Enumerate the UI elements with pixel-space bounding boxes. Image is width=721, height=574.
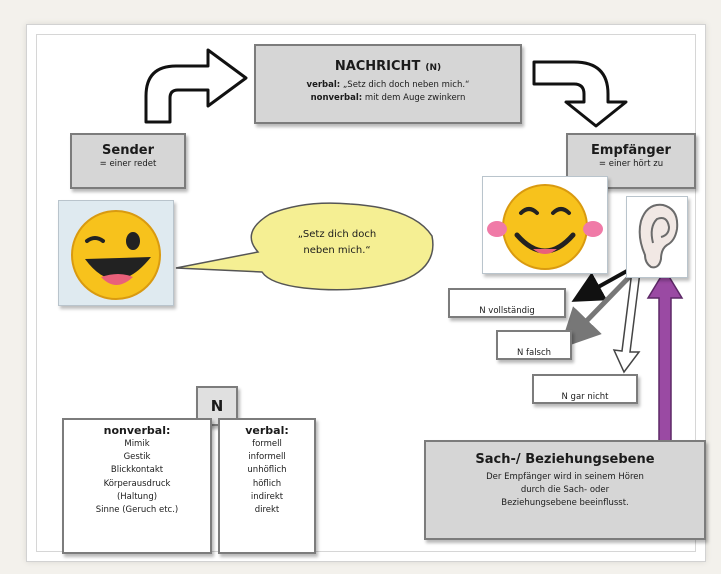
message-title: NACHRICHT: [334, 59, 421, 74]
message-nonverbal-key: nonverbal:: [310, 92, 363, 103]
list-item: Blickkontakt: [110, 465, 164, 476]
levels-line-2: durch die Sach- oder: [520, 484, 610, 495]
curved-arrow-right-icon: [144, 48, 248, 124]
sender-box: Sender = einer redet: [70, 133, 186, 189]
message-nonverbal-text: mit dem Auge zwinkern: [362, 92, 466, 103]
list-item: unhöflich: [247, 465, 287, 476]
receiver-emoji-frame: [482, 176, 608, 274]
list-item: informell: [248, 452, 286, 463]
verbal-list-box: verbal: formell informell unhöflich höfl…: [218, 418, 316, 554]
list-item: formell: [252, 439, 282, 449]
receiver-title: Empfänger: [591, 143, 671, 158]
ear-icon: [638, 203, 679, 269]
list-item: höflich: [252, 478, 282, 489]
list-item: indirekt: [250, 491, 284, 502]
ear-frame: [626, 196, 688, 278]
receiver-subtitle: = einer hört zu: [598, 159, 664, 169]
outcome-label: N falsch: [516, 348, 552, 358]
message-box: NACHRICHT (N) verbal: „Setz dich doch ne…: [254, 44, 522, 124]
message-tag: (N): [425, 63, 442, 73]
arrow-to-gar-nicht: [612, 270, 641, 374]
speech-line-2: neben mich.“: [303, 245, 371, 256]
sender-title: Sender: [102, 143, 154, 158]
nonverbal-list-box: nonverbal: Mimik Gestik Blickkontakt Kör…: [62, 418, 212, 554]
curved-arrow-down-icon: [532, 60, 628, 128]
nonverbal-list-title: nonverbal:: [103, 424, 171, 437]
outcome-vollstaendig: N vollständig: [448, 288, 566, 318]
list-item: (Haltung): [116, 491, 158, 502]
list-item: Körperausdruck: [103, 478, 171, 489]
levels-line-1: Der Empfänger wird in seinem Hören: [486, 472, 644, 482]
list-item: Mimik: [124, 439, 150, 449]
verbal-list-title: verbal:: [245, 424, 289, 437]
winking-smiley-icon: [71, 210, 161, 300]
speech-text: „Setz dich doch neben mich.“: [262, 227, 412, 259]
list-item: Gestik: [123, 452, 151, 463]
sender-subtitle: = einer redet: [99, 159, 157, 169]
outcome-label: N vollständig: [479, 306, 535, 316]
levels-title: Sach-/ Beziehungsebene: [475, 452, 655, 467]
worksheet-frame: [36, 34, 696, 552]
message-verbal-key: verbal:: [306, 80, 341, 90]
receiver-box: Empfänger = einer hört zu: [566, 133, 696, 189]
outcome-falsch: N falsch: [496, 330, 572, 360]
list-item: direkt: [254, 504, 280, 515]
outcome-label: N gar nicht: [561, 392, 609, 402]
purple-arrow-icon: [646, 268, 684, 443]
levels-line-3: Beziehungsebene beeinflusst.: [501, 497, 629, 508]
outcome-gar-nicht: N gar nicht: [532, 374, 638, 404]
speech-bubble: [175, 202, 434, 291]
smiling-smiley-icon: [487, 184, 603, 270]
speech-line-1: „Setz dich doch: [297, 229, 377, 240]
arrow-to-falsch: [559, 268, 638, 349]
message-verbal-text: „Setz dich doch neben mich.“: [340, 80, 470, 90]
n-label: N: [210, 397, 224, 415]
list-item: Sinne (Geruch etc.): [95, 504, 179, 515]
sender-emoji-frame: [58, 200, 174, 306]
levels-box: Sach-/ Beziehungsebene Der Empfänger wir…: [424, 440, 706, 540]
